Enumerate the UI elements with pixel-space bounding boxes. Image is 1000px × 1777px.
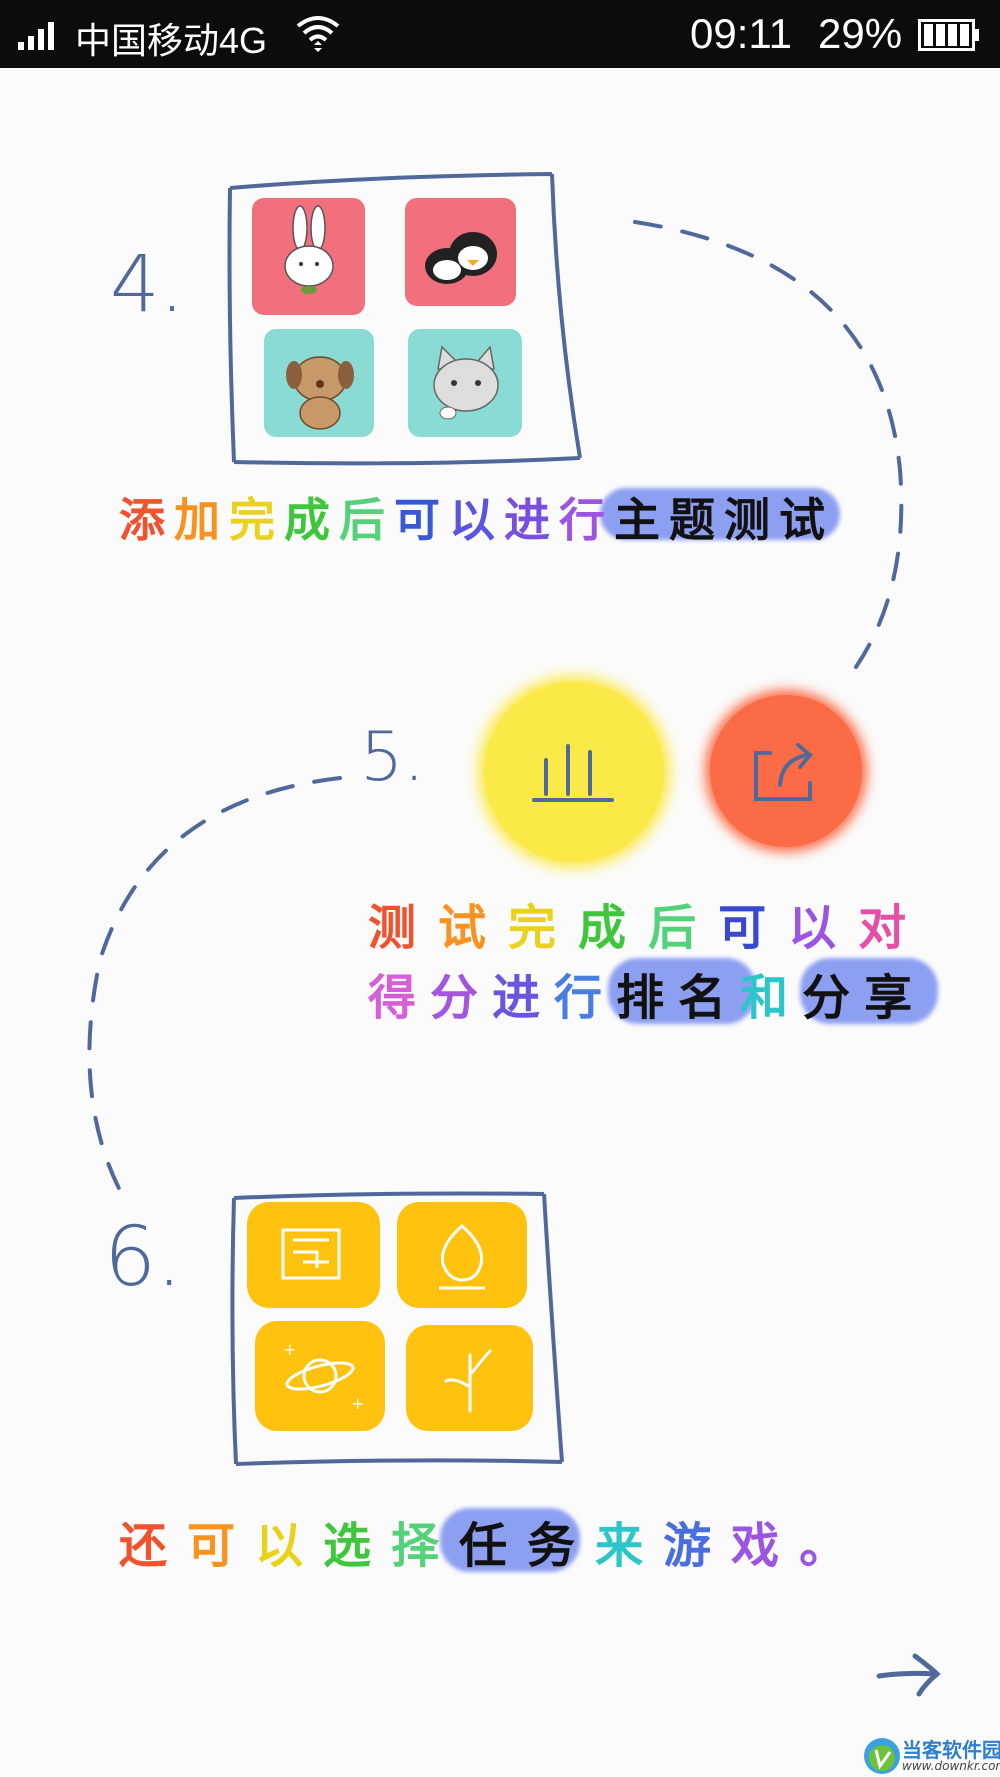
caption-char: 成 <box>578 900 649 956</box>
caption-char: 完 <box>508 900 579 956</box>
sprout-icon <box>444 1349 492 1413</box>
bar-chart-icon <box>532 744 614 802</box>
caption-char: 游 <box>663 1518 732 1574</box>
caption-char: 以 <box>255 1518 324 1574</box>
task-tile-plant[interactable] <box>406 1325 533 1431</box>
share-button[interactable] <box>710 695 862 847</box>
maze-icon <box>281 1228 341 1280</box>
caption-char: 。 <box>799 1518 868 1574</box>
caption-char: 分 <box>430 970 493 1026</box>
caption-char: 排 <box>616 970 679 1026</box>
caption-char: 任 <box>459 1518 528 1574</box>
caption-char: 试 <box>779 493 834 547</box>
caption-char: 主 <box>614 493 669 547</box>
caption-char: 题 <box>669 493 724 547</box>
rabbit-theme-tile[interactable] <box>252 198 365 315</box>
caption-char: 务 <box>527 1518 596 1574</box>
caption-char: 行 <box>559 493 614 547</box>
step-number-4: 4. <box>110 240 185 330</box>
dog-theme-tile[interactable] <box>264 329 374 437</box>
clock: 09:11 <box>690 10 792 57</box>
task-tile-planet[interactable]: ++ <box>255 1321 385 1431</box>
battery-percent: 29% <box>818 10 903 57</box>
caption-char: 测 <box>368 900 439 956</box>
planet-icon: ++ <box>283 1340 364 1413</box>
carrier-label: 中国移动4G <box>75 20 268 61</box>
next-arrow-icon[interactable] <box>875 1650 945 1700</box>
downkr-logo-icon <box>864 1738 900 1774</box>
caption-char: 可 <box>187 1518 256 1574</box>
step-5-caption-line1: 测试完成后可以对 <box>368 888 928 958</box>
caption-char: 行 <box>554 970 617 1026</box>
step-number-5: 5. <box>360 718 425 797</box>
caption-char: 享 <box>864 970 927 1026</box>
caption-char: 加 <box>174 493 229 547</box>
caption-char: 后 <box>648 900 719 956</box>
highlight-mark <box>600 488 840 540</box>
rabbit-icon <box>284 205 334 294</box>
signal-icon <box>18 22 54 50</box>
caption-char: 后 <box>339 493 394 547</box>
caption-char: 测 <box>724 493 779 547</box>
highlight-mark <box>608 958 756 1024</box>
task-tile-egg[interactable] <box>397 1202 527 1308</box>
svg-text:+: + <box>283 1340 296 1359</box>
wifi-icon <box>296 16 340 52</box>
caption-char: 以 <box>788 900 859 956</box>
caption-char: 名 <box>678 970 741 1026</box>
dog-icon <box>286 356 354 430</box>
watermark-name: 当客软件园 <box>902 1738 1000 1762</box>
task-tile-puzzle[interactable] <box>247 1202 380 1308</box>
watermark-logo: 当客软件园 www.downkr.com <box>862 1734 1000 1777</box>
step-4-caption: 添加完成后可以进行主题测试 <box>119 484 834 550</box>
egg-icon <box>439 1224 485 1290</box>
step-number-6: 6. <box>104 1210 183 1305</box>
caption-char: 成 <box>284 493 339 547</box>
caption-char: 可 <box>394 493 449 547</box>
caption-char: 可 <box>718 900 789 956</box>
highlight-mark <box>800 958 938 1024</box>
caption-char: 分 <box>802 970 865 1026</box>
step-5-caption-line2: 得分进行排名和分享 <box>368 958 926 1028</box>
ranking-button[interactable] <box>484 682 664 862</box>
caption-char: 添 <box>119 493 174 547</box>
theme-frame <box>227 172 582 466</box>
caption-char: 进 <box>504 493 559 547</box>
cat-theme-tile[interactable] <box>408 329 522 437</box>
step-6-caption: 还可以选择任务来游戏。 <box>119 1506 867 1576</box>
caption-char: 试 <box>438 900 509 956</box>
caption-char: 来 <box>595 1518 664 1574</box>
share-icon <box>754 743 813 801</box>
highlight-mark <box>440 1508 580 1572</box>
battery-icon <box>918 19 979 51</box>
caption-char: 得 <box>368 970 431 1026</box>
caption-char: 对 <box>858 900 929 956</box>
task-frame <box>230 1191 564 1466</box>
caption-char: 戏 <box>731 1518 800 1574</box>
watermark-url: www.downkr.com <box>902 1759 1000 1773</box>
caption-char: 选 <box>323 1518 392 1574</box>
status-bar: 中国移动4G 09:11 29% <box>0 0 1000 68</box>
caption-char: 以 <box>449 493 504 547</box>
caption-char: 进 <box>492 970 555 1026</box>
svg-text:+: + <box>351 1394 364 1413</box>
caption-char: 和 <box>740 970 803 1026</box>
penguin-icon <box>425 232 497 284</box>
cat-icon <box>433 345 499 420</box>
caption-char: 完 <box>229 493 284 547</box>
penguin-theme-tile[interactable] <box>405 198 516 306</box>
caption-char: 还 <box>119 1518 188 1574</box>
caption-char: 择 <box>391 1518 460 1574</box>
